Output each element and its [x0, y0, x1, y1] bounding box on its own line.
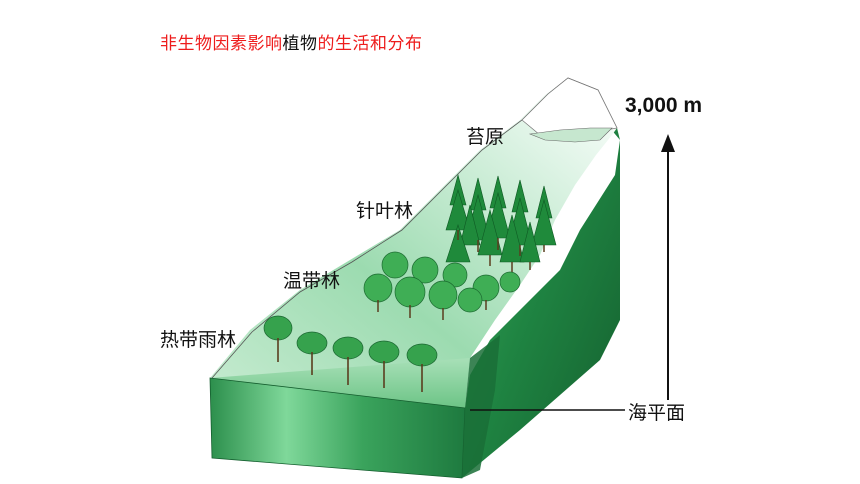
temperate-forest — [363, 251, 521, 313]
coniferous-forest — [445, 173, 557, 263]
label-tundra: 苔原 — [466, 126, 505, 148]
title-part-2: 植物 — [282, 34, 318, 54]
tropical-forest — [263, 315, 438, 367]
title-part-1: 非生物因素影响 — [160, 34, 283, 54]
base-right-strip — [462, 335, 500, 478]
tundra-band — [528, 127, 613, 143]
mountain-slope — [210, 78, 617, 408]
conifer-trunks — [457, 230, 545, 272]
label-coniferous: 针叶林 — [356, 200, 414, 222]
tropical-trunks — [277, 338, 423, 392]
title-part-3: 的生活和分布 — [317, 34, 423, 54]
page-title: 非生物因素影响植物的生活和分布 — [160, 29, 423, 54]
temperate-trunks — [377, 300, 487, 320]
snow-cap — [521, 77, 618, 137]
altitude-label: 3,000 m — [625, 94, 703, 117]
label-sea-level: 海平面 — [628, 402, 686, 424]
base-top — [210, 358, 470, 408]
altitude-arrow — [661, 134, 675, 400]
label-temperate: 温带林 — [283, 270, 341, 292]
mountain-side-face — [462, 78, 620, 478]
label-tropical: 热带雨林 — [160, 329, 237, 351]
